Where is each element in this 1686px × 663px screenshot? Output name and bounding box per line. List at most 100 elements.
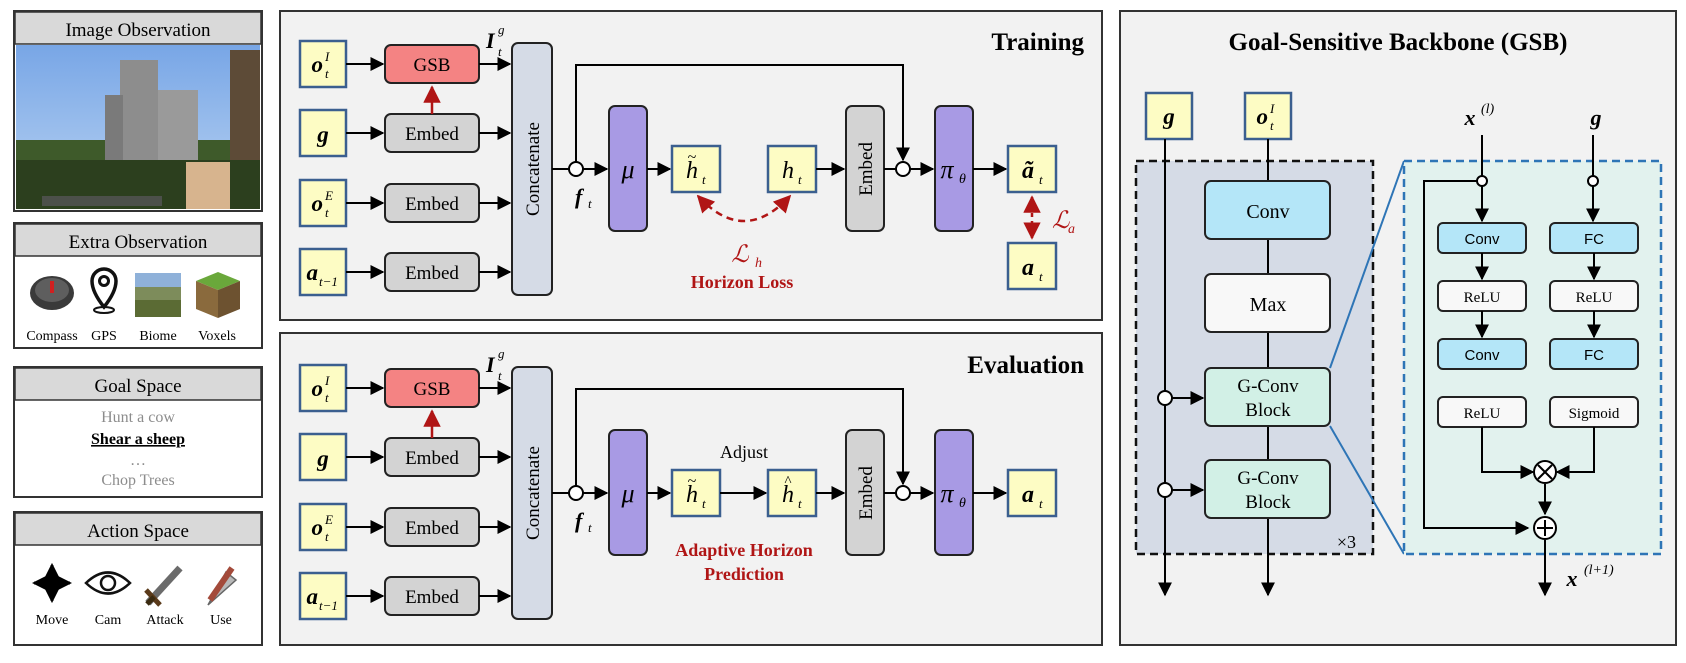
hhat-sub-eval: t — [798, 496, 802, 511]
action-space-panel: Action Space Move Cam Attack Use — [13, 511, 263, 646]
htilde-box-eval — [670, 468, 722, 518]
zoom-line-top — [1329, 160, 1405, 369]
at-box-eval — [1006, 468, 1058, 518]
embed-goal-label-eval: Embed — [405, 448, 459, 469]
cam-label: Cam — [95, 613, 122, 628]
biome-label: Biome — [139, 329, 176, 344]
gsb-obs-input — [1243, 91, 1293, 141]
at-box-training — [1006, 241, 1058, 291]
pi-label-eval: π — [940, 479, 954, 508]
x-out-label: x — [1566, 566, 1578, 591]
biome-icon — [135, 273, 181, 317]
pi-sub-eval: θ — [959, 496, 966, 511]
block-fc-2 — [1549, 338, 1639, 370]
extra-observation-panel: Extra Observation Compass GPS Biome Voxe… — [13, 222, 263, 349]
multiply-node — [1533, 460, 1557, 484]
gsb-conv-label: Conv — [1246, 201, 1289, 223]
eval-input-obs-image-label: o — [312, 376, 324, 401]
block-relu-2-label: ReLU — [1464, 406, 1501, 422]
gsb-conv-box — [1204, 180, 1331, 240]
ft-sub-training: t — [588, 196, 592, 211]
ig-sub-eval: t — [498, 368, 502, 383]
x-in-label: x — [1464, 105, 1476, 130]
h-box-training — [766, 144, 818, 194]
skip-connection-training — [575, 64, 910, 162]
ft-junction-eval — [568, 485, 584, 501]
voxels-icon — [196, 272, 240, 318]
pi-label-training: π — [940, 155, 954, 184]
input-obs-image-sub: t — [325, 66, 329, 81]
mu-label-training: μ — [620, 155, 634, 184]
goal-space-title: Goal Space — [94, 376, 181, 397]
h-sub-training: t — [798, 172, 802, 187]
input-goal-label: g — [316, 122, 329, 147]
ig-sup-eval: g — [498, 346, 505, 361]
minecraft-screenshot — [16, 45, 260, 209]
htilde-box-training — [670, 144, 722, 194]
block-conv-2 — [1437, 338, 1527, 370]
at-label-eval: a — [1022, 482, 1034, 508]
block-relu-1-label: ReLU — [1464, 290, 1501, 306]
g-branch-junction — [1587, 175, 1599, 187]
goal-junction-2 — [1157, 482, 1173, 498]
voxels-label: Voxels — [198, 329, 236, 344]
at-label-training: a — [1022, 255, 1034, 281]
ft-label-eval: f — [575, 508, 585, 533]
eye-icon — [84, 571, 132, 595]
goal-space-panel: Goal Space Hunt a cow Shear a sheep … Ch… — [13, 366, 263, 498]
move-icon — [31, 562, 73, 604]
loss-a-sub: a — [1068, 222, 1075, 237]
concatenate-label-eval: Concatenate — [523, 446, 544, 540]
htilde-label-eval: h — [686, 482, 698, 508]
h-label-training: h — [782, 158, 794, 184]
goal-item-shear: Shear a sheep — [91, 431, 185, 448]
eval-input-prev-action — [298, 571, 348, 621]
evaluation-panel: Evaluation o I t g o E t a t−1 GSB Embed… — [279, 332, 1103, 646]
residual-connection — [1423, 180, 1530, 535]
ig-sub-training: t — [498, 44, 502, 59]
htilde-sub-training: t — [702, 172, 706, 187]
eval-input-obs-extra-sub: t — [325, 529, 329, 544]
input-obs-extra — [298, 178, 348, 228]
hhat-label-eval: h — [782, 482, 794, 508]
eval-input-obs-extra — [298, 502, 348, 552]
goal-item-chop: Chop Trees — [101, 472, 174, 489]
atilde-box-training — [1006, 144, 1058, 194]
gps-icon — [90, 267, 118, 314]
gps-label: GPS — [91, 329, 117, 344]
training-title: Training — [991, 29, 1084, 56]
ig-label-eval: I — [485, 352, 496, 377]
image-observation-title: Image Observation — [65, 20, 211, 41]
input-obs-extra-label: o — [312, 191, 324, 216]
input-obs-extra-sub: t — [325, 205, 329, 220]
eval-input-obs-image — [298, 363, 348, 413]
hhat-box-eval — [766, 468, 818, 518]
gsb-max-label: Max — [1250, 294, 1287, 316]
block-conv-2-label: Conv — [1464, 347, 1500, 364]
concatenate-label-training: Concatenate — [523, 122, 544, 216]
loss-h-symbol: ℒ — [731, 242, 749, 268]
ig-label-training: I — [485, 28, 496, 53]
htilde-label-training: h — [686, 158, 698, 184]
goal-item-ellipsis: … — [130, 452, 146, 469]
block-sigmoid-label: Sigmoid — [1569, 406, 1620, 422]
embed-action-label-eval: Embed — [405, 587, 459, 608]
eval-input-goal — [298, 432, 348, 482]
eval-input-obs-extra-label: o — [312, 515, 324, 540]
x-in-sup: (l) — [1481, 102, 1495, 117]
gsb-goal-input — [1144, 91, 1194, 141]
input-prev-action-label: a — [307, 260, 319, 285]
move-label: Move — [36, 613, 69, 628]
input-prev-action — [298, 247, 348, 297]
horizon-loss-arrow — [696, 194, 792, 223]
input-prev-action-sub: t−1 — [319, 274, 338, 289]
gconv-block-1-line1: G-Conv — [1237, 376, 1299, 397]
pi-sub-training: θ — [959, 172, 966, 187]
loss-a-symbol: ℒ — [1052, 208, 1070, 234]
adjust-label: Adjust — [720, 442, 768, 462]
action-space-title: Action Space — [87, 521, 189, 542]
embed-horizon-label-eval: Embed — [856, 466, 877, 520]
block-fc-2-label: FC — [1584, 347, 1604, 364]
